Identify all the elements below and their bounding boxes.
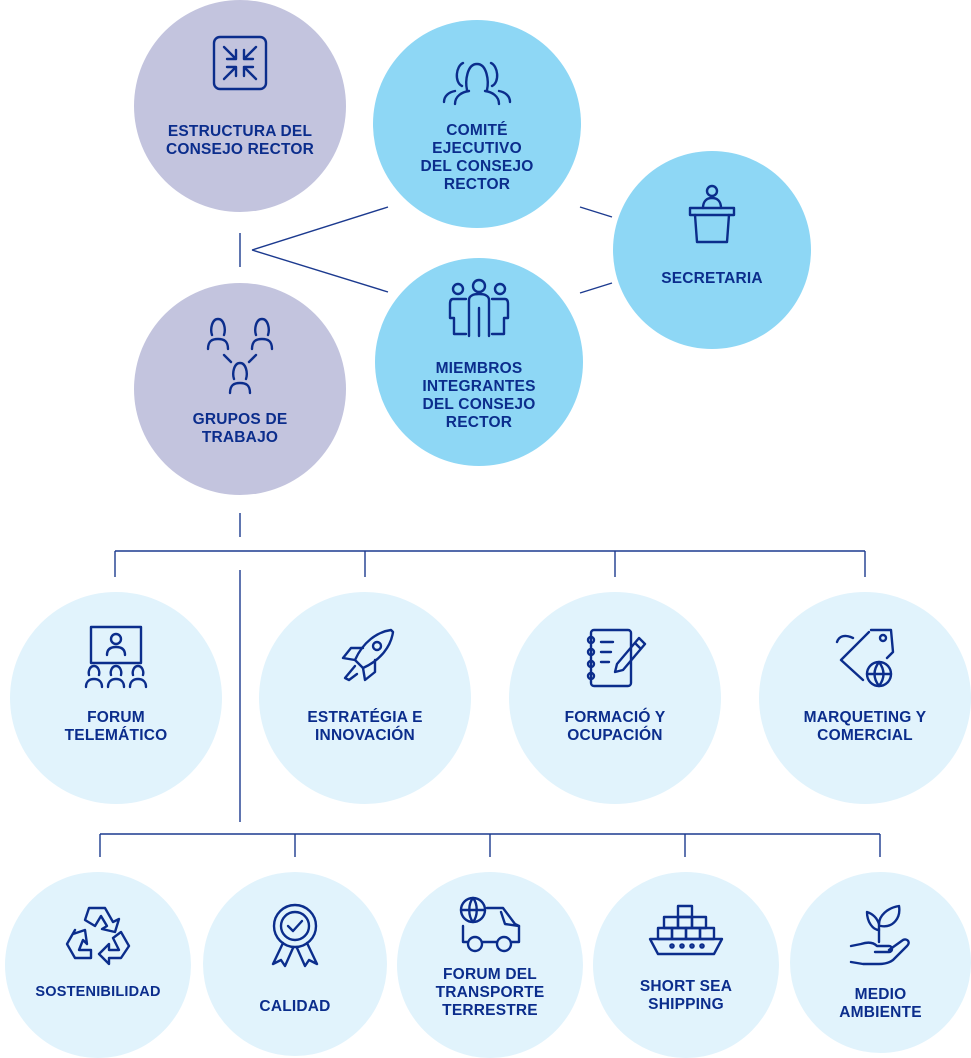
video-conference-icon <box>83 625 149 689</box>
medio-ambiente-label: MEDIO AMBIENTE <box>839 986 922 1021</box>
grupos-node: GRUPOS DE TRABAJO <box>134 283 346 495</box>
grupos-label: GRUPOS DE TRABAJO <box>192 411 288 446</box>
forum-transporte-node: FORUM DEL TRANSPORTE TERRESTRE <box>397 872 583 1058</box>
cargo-ship-icon <box>648 904 724 956</box>
miembros-label: MIEMBROS INTEGRANTES DEL CONSEJO RECTOR <box>422 360 536 431</box>
collapse-arrows-icon <box>210 33 270 93</box>
calidad-node: CALIDAD <box>203 872 387 1056</box>
podium-speaker-icon <box>687 184 737 244</box>
short-sea-label: SHORT SEA SHIPPING <box>639 978 733 1013</box>
quality-badge-icon <box>265 902 325 968</box>
marqueting-node: MARQUETING Y COMERCIAL <box>759 592 971 804</box>
recycle-icon <box>65 902 131 966</box>
three-people-icon <box>448 278 510 338</box>
sostenibilidad-label: SOSTENIBILIDAD <box>35 984 161 1000</box>
people-group-icon <box>440 56 514 106</box>
estrategia-label: ESTRATÉGIA E INNOVACIÓN <box>307 709 423 744</box>
estrategia-node: ESTRATÉGIA E INNOVACIÓN <box>259 592 471 804</box>
sostenibilidad-node: SOSTENIBILIDAD <box>5 872 191 1058</box>
secretaria-node: SECRETARIA <box>613 151 811 349</box>
estructura-node: ESTRUCTURA DEL CONSEJO RECTOR <box>134 0 346 212</box>
rocket-icon <box>333 626 397 690</box>
calidad-label: CALIDAD <box>259 998 331 1015</box>
comite-node: COMITÉ EJECUTIVO DEL CONSEJO RECTOR <box>373 20 581 228</box>
formacio-node: FORMACIÓ Y OCUPACIÓN <box>509 592 721 804</box>
short-sea-node: SHORT SEA SHIPPING <box>593 872 779 1058</box>
delivery-truck-globe-icon <box>457 896 523 954</box>
marqueting-label: MARQUETING Y COMERCIAL <box>803 709 927 744</box>
forum-telematico-node: FORUM TELEMÁTICO <box>10 592 222 804</box>
forum-telematico-label: FORUM TELEMÁTICO <box>64 709 168 744</box>
price-tag-globe-icon <box>833 626 897 690</box>
secretaria-label: SECRETARIA <box>661 270 763 287</box>
team-network-icon <box>200 315 280 395</box>
notebook-pencil-icon <box>583 626 647 690</box>
estructura-label: ESTRUCTURA DEL CONSEJO RECTOR <box>165 123 315 158</box>
miembros-node: MIEMBROS INTEGRANTES DEL CONSEJO RECTOR <box>375 258 583 466</box>
medio-ambiente-node: MEDIO AMBIENTE <box>790 872 971 1053</box>
forum-transporte-label: FORUM DEL TRANSPORTE TERRESTRE <box>435 966 545 1019</box>
plant-hand-icon <box>849 902 913 966</box>
comite-label: COMITÉ EJECUTIVO DEL CONSEJO RECTOR <box>420 122 534 193</box>
formacio-label: FORMACIÓ Y OCUPACIÓN <box>564 709 666 744</box>
